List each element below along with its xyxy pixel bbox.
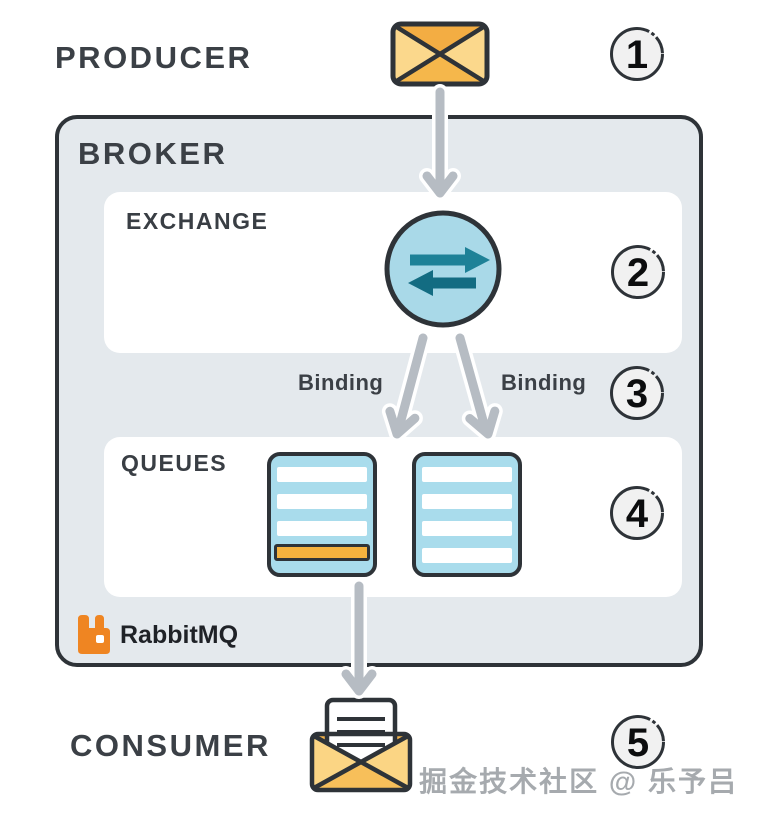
exchange-label: EXCHANGE — [126, 208, 269, 234]
step-badge-5: 5 — [610, 714, 666, 770]
queue-message-bar — [422, 521, 512, 536]
exchange-swap-arrows-icon — [381, 207, 505, 331]
binding-label-left: Binding — [298, 370, 384, 395]
consumer-label: CONSUMER — [70, 728, 271, 763]
queue-message-bar — [277, 521, 367, 536]
queues-label: QUEUES — [121, 450, 228, 476]
queue-stack-icon-left — [267, 452, 377, 577]
broker-label: BROKER — [78, 136, 228, 171]
step-badge-2: 2 — [610, 244, 666, 300]
rabbitmq-logo-label: RabbitMQ — [120, 620, 239, 649]
queue-message-bar — [277, 467, 367, 482]
binding-label-right: Binding — [501, 370, 587, 395]
producer-label: PRODUCER — [55, 40, 253, 75]
queue-active-message-bar — [274, 544, 370, 561]
queue-message-bar — [422, 548, 512, 563]
queue-message-bar — [422, 467, 512, 482]
step-badge-3: 3 — [609, 365, 665, 421]
rabbitmq-logo: RabbitMQ — [76, 613, 238, 657]
queue-message-bar — [277, 494, 367, 509]
step-badge-4: 4 — [609, 485, 665, 541]
rabbitmq-logo-icon — [78, 615, 110, 654]
open-envelope-letter-icon — [306, 694, 418, 800]
message-envelope-icon — [388, 19, 496, 91]
watermark-text: 掘金技术社区 @ 乐予吕 — [419, 766, 738, 797]
queue-stack-icon-right — [412, 452, 522, 577]
queues-panel — [104, 437, 682, 597]
queue-message-bar — [422, 494, 512, 509]
step-badge-1: 1 — [609, 26, 665, 82]
